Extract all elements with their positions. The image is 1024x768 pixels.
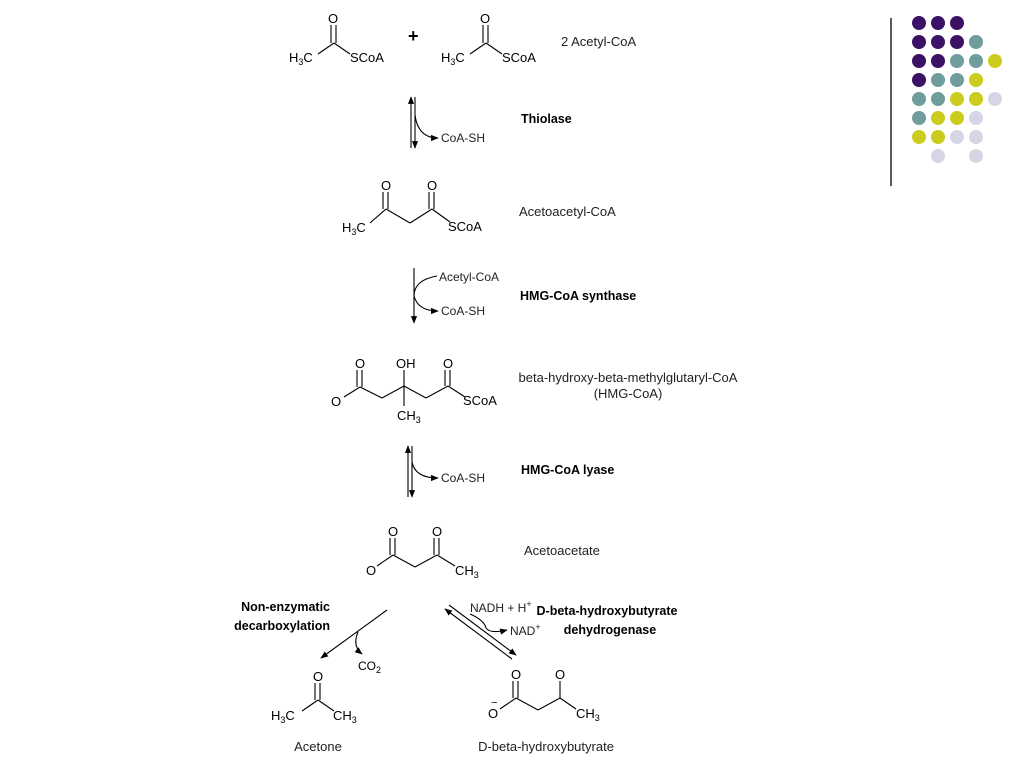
hmg-coa-abbrev-label: (HMG-CoA) bbox=[594, 386, 663, 401]
dehydrogenase-arrow bbox=[444, 604, 517, 660]
decorative-dot bbox=[931, 54, 945, 68]
decorative-dot bbox=[931, 16, 945, 30]
decorative-dot bbox=[969, 73, 983, 87]
decorative-dot bbox=[950, 111, 964, 125]
svg-text:O: O bbox=[480, 11, 490, 26]
decorative-dot bbox=[912, 54, 926, 68]
svg-text:CH3: CH3 bbox=[397, 408, 421, 425]
coa-sh-label-2: CoA-SH bbox=[441, 304, 485, 318]
dehydrogenase-suffix-label: dehydrogenase bbox=[564, 623, 656, 637]
decorative-dot bbox=[988, 54, 1002, 68]
decorative-dot bbox=[931, 149, 945, 163]
svg-text:O: O bbox=[555, 667, 565, 682]
acetyl-coa-structure-1: O H3C SCoA bbox=[289, 11, 384, 67]
svg-text:O: O bbox=[427, 178, 437, 193]
svg-text:H3C: H3C bbox=[289, 50, 313, 67]
nad-label: NAD+ bbox=[510, 622, 541, 638]
decorative-dot bbox=[969, 149, 983, 163]
decorative-dot bbox=[969, 35, 983, 49]
svg-text:SCoA: SCoA bbox=[463, 393, 497, 408]
svg-text:O: O bbox=[355, 356, 365, 371]
decorative-dot bbox=[950, 92, 964, 106]
svg-text:SCoA: SCoA bbox=[350, 50, 384, 65]
decorative-dot bbox=[969, 54, 983, 68]
decorative-dot bbox=[912, 16, 926, 30]
acetone-structure: O H3C CH3 bbox=[271, 669, 357, 725]
hydroxybutyrate-structure: O O O − CH3 bbox=[488, 667, 600, 723]
svg-text:O: O bbox=[313, 669, 323, 684]
svg-text:O: O bbox=[388, 524, 398, 539]
decorative-dot bbox=[950, 54, 964, 68]
hmg-lyase-label: HMG-CoA lyase bbox=[521, 463, 614, 477]
decorative-dot bbox=[931, 35, 945, 49]
svg-text:H3C: H3C bbox=[271, 708, 295, 725]
co2-label: CO2 bbox=[358, 659, 381, 675]
decorative-dot bbox=[988, 92, 1002, 106]
decorative-dot bbox=[950, 130, 964, 144]
svg-text:CH3: CH3 bbox=[455, 563, 479, 580]
thiolase-label: Thiolase bbox=[521, 112, 572, 126]
decorative-dot bbox=[912, 130, 926, 144]
decorative-dot bbox=[931, 111, 945, 125]
svg-text:SCoA: SCoA bbox=[502, 50, 536, 65]
decorative-dot bbox=[950, 16, 964, 30]
svg-text:O: O bbox=[366, 563, 376, 578]
svg-text:O: O bbox=[511, 667, 521, 682]
decorative-dot bbox=[969, 130, 983, 144]
coa-sh-label-1: CoA-SH bbox=[441, 131, 485, 145]
svg-text:O: O bbox=[328, 11, 338, 26]
hydroxybutyrate-label: D-beta-hydroxybutyrate bbox=[478, 739, 614, 754]
decarboxylation-label: decarboxylation bbox=[234, 619, 330, 633]
svg-text:O: O bbox=[488, 706, 498, 721]
acetyl-coa-label: 2 Acetyl-CoA bbox=[561, 34, 636, 49]
hmg-synthase-arrow bbox=[410, 268, 439, 324]
acetoacetate-label: Acetoacetate bbox=[524, 543, 600, 558]
decorative-dot bbox=[912, 35, 926, 49]
decorative-dot bbox=[969, 92, 983, 106]
decorative-dot bbox=[912, 111, 926, 125]
plus-sign: + bbox=[408, 26, 419, 46]
acetyl-coa-structure-2: O H3C SCoA bbox=[441, 11, 536, 67]
hmg-coa-structure: O O OH O CH3 SCoA bbox=[331, 356, 497, 425]
svg-text:CH3: CH3 bbox=[576, 706, 600, 723]
svg-text:SCoA: SCoA bbox=[448, 219, 482, 234]
thiolase-arrow bbox=[407, 96, 439, 149]
decorative-dot bbox=[912, 73, 926, 87]
svg-text:O: O bbox=[432, 524, 442, 539]
svg-text:O: O bbox=[331, 394, 341, 409]
decarboxylation-arrow bbox=[320, 609, 388, 659]
acetyl-coa-input-label: Acetyl-CoA bbox=[439, 270, 499, 284]
hmg-lyase-arrow bbox=[404, 445, 439, 498]
acetoacetyl-coa-label: Acetoacetyl-CoA bbox=[519, 204, 616, 219]
decorative-dot bbox=[931, 130, 945, 144]
acetoacetyl-coa-structure: O O H3C SCoA bbox=[342, 178, 482, 237]
decorative-dot bbox=[931, 92, 945, 106]
coa-sh-label-3: CoA-SH bbox=[441, 471, 485, 485]
svg-text:CH3: CH3 bbox=[333, 708, 357, 725]
dehydrogenase-name-label: D-beta-hydroxybutyrate bbox=[537, 604, 678, 618]
svg-text:O: O bbox=[443, 356, 453, 371]
svg-text:O: O bbox=[381, 178, 391, 193]
acetone-label: Acetone bbox=[294, 739, 342, 754]
hmg-coa-label: beta-hydroxy-beta-methylglutaryl-CoA bbox=[519, 370, 738, 385]
svg-text:H3C: H3C bbox=[342, 220, 366, 237]
svg-text:−: − bbox=[491, 697, 497, 709]
svg-text:H3C: H3C bbox=[441, 50, 465, 67]
decorative-dot bbox=[950, 73, 964, 87]
decorative-dot bbox=[969, 111, 983, 125]
nadh-label: NADH + H+ bbox=[470, 599, 532, 615]
decorative-dot-grid bbox=[890, 16, 1002, 186]
acetoacetate-structure: O O O CH3 bbox=[366, 524, 479, 580]
non-enzymatic-label: Non-enzymatic bbox=[241, 600, 330, 614]
decorative-dot bbox=[950, 35, 964, 49]
decorative-dot bbox=[931, 73, 945, 87]
hmg-synthase-label: HMG-CoA synthase bbox=[520, 289, 636, 303]
decorative-dot bbox=[912, 92, 926, 106]
svg-text:OH: OH bbox=[396, 356, 416, 371]
